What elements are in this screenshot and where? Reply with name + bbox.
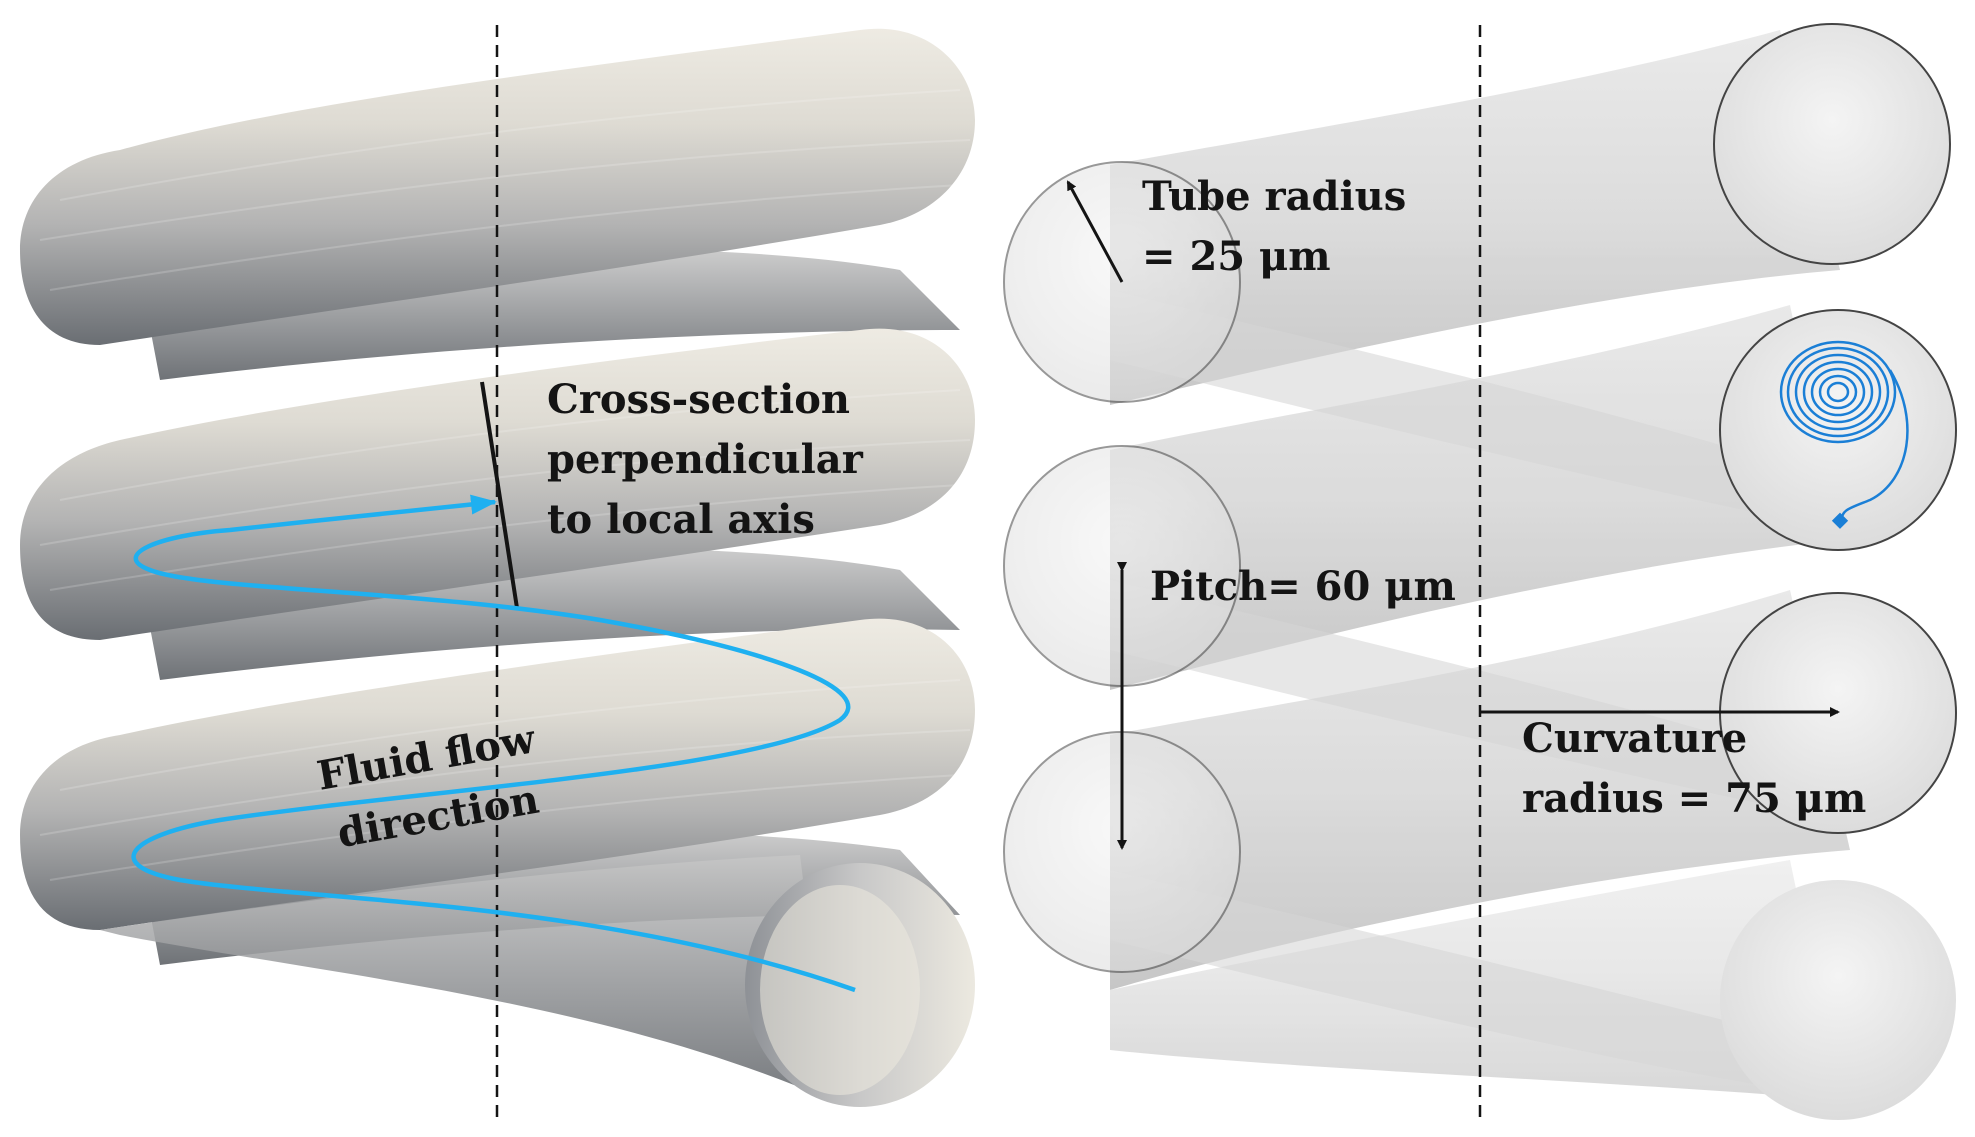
cross-section-label-line-2: perpendicular bbox=[547, 436, 864, 483]
cross-section-circle-4 bbox=[1713, 23, 1951, 265]
secondary-flow-streamline bbox=[1779, 340, 1909, 529]
curvature-label-line-2: radius = 75 μm bbox=[1522, 775, 1866, 822]
glass-coil-2 bbox=[1110, 305, 1840, 690]
left-helix-panel: Cross-section perpendicular to local axi… bbox=[20, 25, 975, 1118]
cross-section-label-line-3: to local axis bbox=[547, 496, 815, 543]
tube-radius-label-line-1: Tube radius bbox=[1142, 173, 1406, 220]
tube-radius-label-line-2: = 25 μm bbox=[1142, 233, 1331, 280]
coil-4-outlet bbox=[100, 855, 830, 1100]
glass-coil-1 bbox=[1110, 30, 1840, 405]
right-helix-panel: Tube radius = 25 μm Pitch= 60 μm Curvatu… bbox=[1003, 23, 1957, 1120]
tube-radius-arrow bbox=[1066, 180, 1124, 283]
flow-direction-path bbox=[131, 494, 856, 993]
cross-section-label-line-1: Cross-section bbox=[547, 376, 850, 423]
right-cross-sections bbox=[1713, 23, 1957, 1120]
cross-section-line bbox=[480, 381, 519, 609]
pitch-label: Pitch= 60 μm bbox=[1150, 563, 1456, 610]
curvature-label-line-1: Curvature bbox=[1522, 715, 1747, 762]
tube-banding bbox=[39, 89, 971, 881]
cross-section-circle-7 bbox=[1720, 880, 1956, 1120]
